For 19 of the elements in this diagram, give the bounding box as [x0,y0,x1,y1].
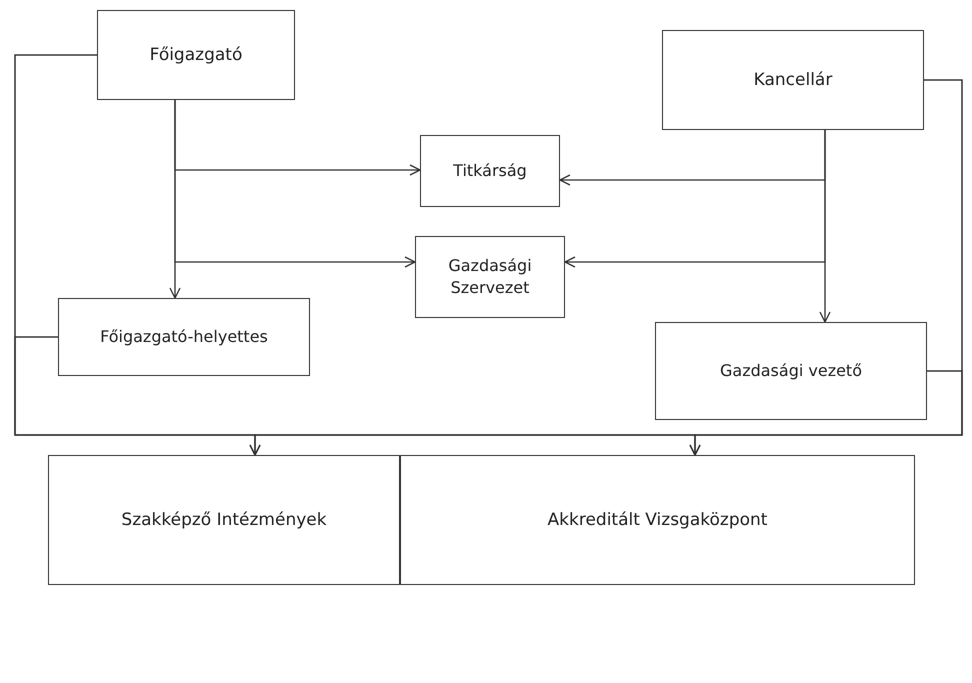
box-label: Gazdasági Szervezet [447,255,533,299]
org-box [400,455,915,585]
org-box [97,10,295,100]
arrow [169,100,181,299]
org-box [48,455,400,585]
arrow [819,130,831,323]
box-label: Szakképző Intézmények [121,508,327,532]
org-box [662,30,924,130]
org-box [415,236,565,318]
org-box [420,135,560,207]
box-label: Kancellár [754,68,832,92]
arrow [689,370,963,456]
org-box [655,322,927,420]
org-box [58,298,310,376]
box-label: Titkárság [453,160,527,182]
box-label: Akkreditált Vizsgaközpont [548,508,768,532]
box-label: Gazdasági vezető [720,360,862,382]
box-label: Főigazgató-helyettes [100,326,268,348]
box-label: Főigazgató [150,44,242,66]
